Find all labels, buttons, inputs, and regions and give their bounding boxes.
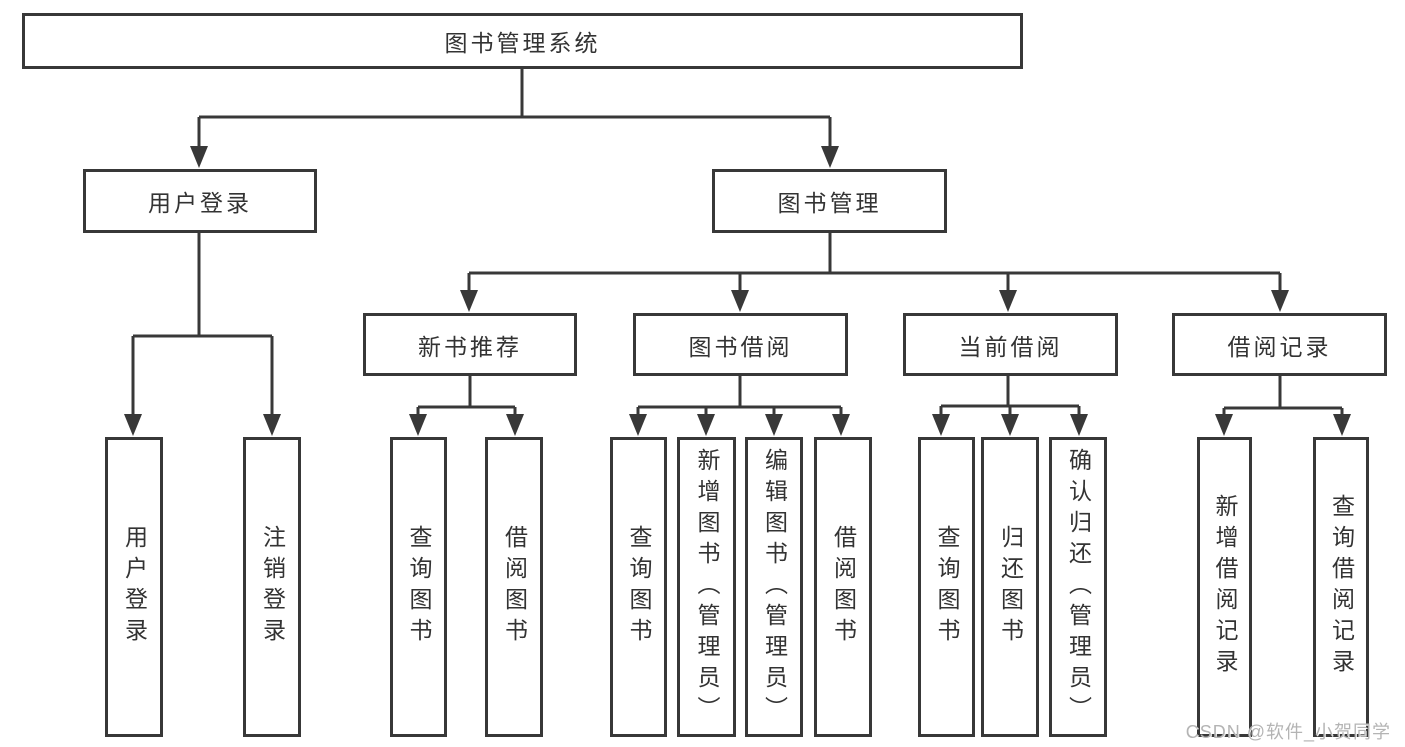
node-user-login: 用户登录 [83,169,317,233]
node-book-management-label: 图书管理 [777,190,882,216]
leaf-borrow-book-recommend-label: 借阅图书 [501,525,528,649]
node-borrow-record: 借阅记录 [1172,313,1387,376]
leaf-borrow-book: 借阅图书 [814,437,872,737]
node-current-borrow-label: 当前借阅 [958,333,1063,360]
leaf-edit-book-admin: 编辑图书（管理员） [745,437,803,737]
leaf-query-book-recommend: 查询图书 [390,437,447,737]
leaf-add-borrow-record-label: 新增借阅记录 [1212,494,1238,680]
node-book-management: 图书管理 [712,169,947,233]
node-borrow-record-label: 借阅记录 [1227,333,1332,360]
leaf-query-book-current-label: 查询图书 [934,525,960,649]
leaf-logout-label: 注销登录 [259,525,286,649]
leaf-return-book-label: 归还图书 [997,525,1024,649]
leaf-user-login: 用户登录 [105,437,163,737]
node-new-book-recommend-label: 新书推荐 [418,333,522,360]
node-library-management-system-label: 图书管理系统 [444,30,601,56]
leaf-edit-book-admin-label: 编辑图书（管理员） [761,447,788,727]
leaf-add-book-admin-label: 新增图书（管理员） [694,447,720,727]
leaf-borrow-book-label: 借阅图书 [830,525,857,649]
leaf-logout: 注销登录 [243,437,301,737]
leaf-query-borrow-record-label: 查询借阅记录 [1328,494,1355,680]
node-new-book-recommend: 新书推荐 [363,313,577,376]
leaf-query-borrow-record: 查询借阅记录 [1313,437,1369,737]
leaf-user-login-label: 用户登录 [121,525,148,649]
leaf-query-book-borrow-label: 查询图书 [626,525,652,649]
leaf-query-book-current: 查询图书 [918,437,975,737]
node-current-borrow: 当前借阅 [903,313,1118,376]
leaf-borrow-book-recommend: 借阅图书 [485,437,543,737]
node-library-management-system: 图书管理系统 [22,13,1023,69]
leaf-confirm-return-admin-label: 确认归还（管理员） [1065,447,1092,727]
leaf-add-borrow-record: 新增借阅记录 [1197,437,1252,737]
node-book-borrow: 图书借阅 [633,313,848,376]
node-book-borrow-label: 图书借阅 [688,333,793,360]
node-user-login-label: 用户登录 [148,190,252,216]
leaf-query-book-recommend-label: 查询图书 [406,525,432,649]
watermark: CSDN @软件_小贺同学 [1185,722,1391,742]
leaf-return-book: 归还图书 [981,437,1039,737]
leaf-confirm-return-admin: 确认归还（管理员） [1049,437,1107,737]
leaf-query-book-borrow: 查询图书 [610,437,667,737]
leaf-add-book-admin: 新增图书（管理员） [677,437,736,737]
